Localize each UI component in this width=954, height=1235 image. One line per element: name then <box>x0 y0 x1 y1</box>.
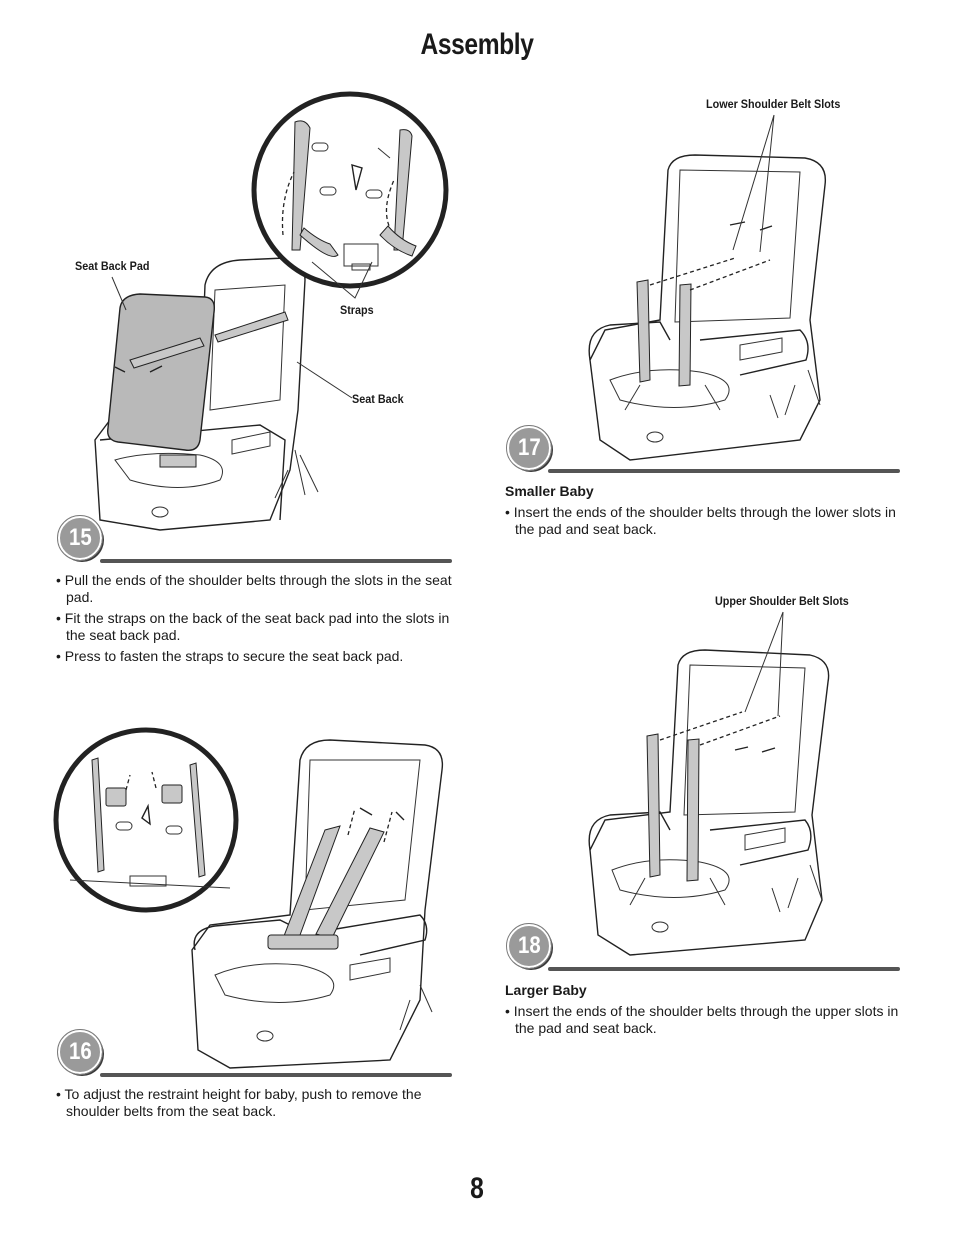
step-17-badge: 17 <box>506 425 552 471</box>
step-18-rule <box>548 967 900 971</box>
step-15-instructions: • Pull the ends of the shoulder belts th… <box>56 572 456 669</box>
step-15-rule <box>100 559 452 563</box>
step-15-bullet: • Fit the straps on the back of the seat… <box>56 610 450 643</box>
page-title: Assembly <box>420 28 534 61</box>
step-15-badge: 15 <box>57 515 103 561</box>
page-number: 8 <box>470 1172 484 1205</box>
step-16-rule <box>100 1073 452 1077</box>
upper-slots-label: Upper Shoulder Belt Slots <box>715 594 849 608</box>
lower-slots-label: Lower Shoulder Belt Slots <box>706 97 841 111</box>
step-17-heading: Smaller Baby <box>505 483 594 499</box>
step-18-heading: Larger Baby <box>505 982 587 998</box>
step-17-rule <box>548 469 900 473</box>
step-16-bullet: • To adjust the restraint height for bab… <box>56 1086 422 1119</box>
step-17-bullet: • Insert the ends of the shoulder belts … <box>505 504 896 537</box>
step-15-bullet: • Pull the ends of the shoulder belts th… <box>56 572 452 605</box>
seat-back-label: Seat Back <box>352 392 404 406</box>
step-18-badge: 18 <box>506 923 552 969</box>
straps-label: Straps <box>340 303 374 317</box>
step-15-bullet: • Press to fasten the straps to secure t… <box>56 648 404 664</box>
step-16-instructions: • To adjust the restraint height for bab… <box>56 1086 456 1124</box>
seat-back-pad-label: Seat Back Pad <box>75 259 150 273</box>
step-16-badge: 16 <box>57 1029 103 1075</box>
step-18-bullet: • Insert the ends of the shoulder belts … <box>505 1003 899 1036</box>
step-17-instructions: Smaller Baby • Insert the ends of the sh… <box>505 483 905 542</box>
step-18-instructions: Larger Baby • Insert the ends of the sho… <box>505 982 905 1041</box>
